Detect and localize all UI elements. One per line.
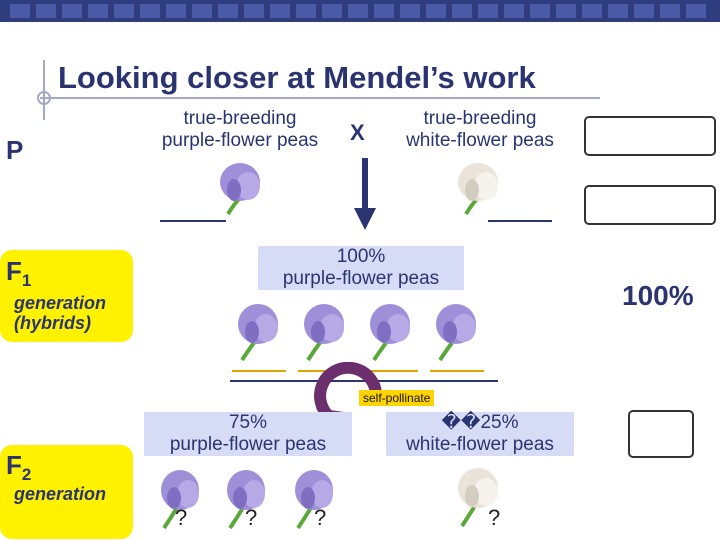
white-flower-icon (458, 163, 498, 216)
header-tile (452, 4, 472, 18)
f1-generation-text: generation (hybrids) (14, 293, 106, 333)
purple-flower-icon (161, 470, 199, 530)
header-tile (322, 4, 342, 18)
parent-white-line1: true-breeding (423, 108, 537, 129)
answer-box-f2[interactable] (628, 410, 694, 458)
f1-label: F1 (6, 256, 32, 291)
header-tile (608, 4, 628, 18)
header-tile (634, 4, 654, 18)
f1-result-line1: 100% (336, 246, 386, 267)
question-mark: ? (314, 505, 327, 530)
header-tile (62, 4, 82, 18)
crosshair-icon (37, 91, 51, 105)
f1-label-box (0, 250, 133, 342)
f1-result-text: 100% purple-flower peas (258, 246, 464, 290)
f2-label: F2 (6, 450, 32, 485)
header-tile (114, 4, 134, 18)
purple-flower-icon (304, 304, 344, 362)
answer-blank-f1-long (230, 380, 498, 382)
answer-blank-f1 (364, 370, 418, 372)
f2-generation-text: generation (14, 484, 106, 504)
header-tile (166, 4, 186, 18)
header-tile (296, 4, 316, 18)
purple-flower-icon (227, 470, 265, 530)
parent-white-text: true-breeding white-flower peas (384, 108, 576, 152)
header-tile (478, 4, 498, 18)
f2-line1: generation (14, 484, 107, 504)
down-arrow-icon (354, 158, 376, 230)
f1-line2: (hybrids) (14, 313, 92, 333)
header-tile (504, 4, 524, 18)
f2-white-text: ��25% white-flower peas (386, 412, 574, 456)
header-tile (218, 4, 238, 18)
p-generation-label: P (6, 135, 24, 165)
header-tile (530, 4, 550, 18)
header-tile (556, 4, 576, 18)
slide-title: Looking closer at Mendel’s work (58, 60, 536, 95)
answer-box-parent-1[interactable] (584, 116, 716, 156)
answer-blank-white-parent (488, 220, 552, 222)
white-flower-icon (458, 468, 498, 528)
header-tile (426, 4, 446, 18)
header-tile (192, 4, 212, 18)
header-tile (270, 4, 290, 18)
f1-result-line2: purple-flower peas (282, 268, 440, 289)
purple-flower-icon (220, 163, 260, 216)
header-tile (140, 4, 160, 18)
cross-symbol: X (350, 120, 365, 145)
f2-purple-text: 75% purple-flower peas (144, 412, 352, 456)
f1-line1: generation (14, 293, 107, 313)
parent-white-line2: white-flower peas (406, 130, 554, 151)
purple-flower-icon (295, 470, 333, 530)
header-tile (582, 4, 602, 18)
title-vertical-line (43, 60, 45, 120)
parent-purple-text: true-breeding purple-flower peas (140, 108, 340, 152)
f2-purple-line2: purple-flower peas (169, 434, 327, 455)
title-underline (40, 97, 600, 99)
header-tile (10, 4, 30, 18)
answer-blank-f1 (232, 370, 286, 372)
purple-flower-icon (238, 304, 278, 362)
parent-purple-line2: purple-flower peas (161, 130, 319, 151)
header-tile (686, 4, 706, 18)
header-tile (374, 4, 394, 18)
question-mark: ? (488, 505, 501, 530)
f2-white-line2: white-flower peas (406, 434, 554, 455)
purple-flower-icon (436, 304, 476, 362)
answer-blank-f1 (430, 370, 484, 372)
f2-white-line1: ��25% (441, 412, 519, 433)
answer-box-parent-2[interactable] (584, 185, 716, 225)
f2-purple-line1: 75% (228, 412, 268, 433)
parent-purple-line1: true-breeding (183, 108, 297, 129)
header-tile (88, 4, 108, 18)
f1-answer: 100% (622, 280, 694, 311)
header-tile (348, 4, 368, 18)
header-tile (400, 4, 420, 18)
purple-flower-icon (370, 304, 410, 362)
header-tile (244, 4, 264, 18)
header-bar (0, 0, 720, 22)
question-mark: ? (175, 505, 188, 530)
f2-label-box (0, 445, 133, 539)
question-mark: ? (245, 505, 258, 530)
answer-blank-purple-parent (160, 220, 226, 222)
header-tile (660, 4, 680, 18)
self-pollinate-label: self-pollinate (359, 390, 435, 406)
header-tile (36, 4, 56, 18)
